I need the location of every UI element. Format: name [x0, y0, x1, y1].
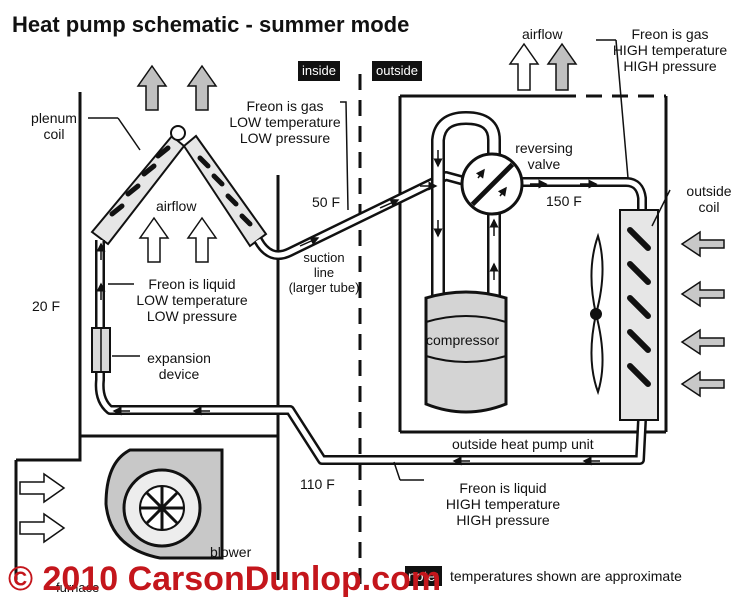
plenum-coil-line-2: coil: [43, 126, 65, 142]
freon-liquid-low-line-2: LOW temperature: [136, 292, 248, 308]
airflow-up-arrows-indoor: [136, 64, 218, 111]
refrigerant-tubing: [94, 111, 647, 465]
outside-tag: outside: [372, 61, 422, 81]
freon-liquid-low-line-3: LOW pressure: [146, 308, 238, 324]
expansion-device-line-2: device: [158, 366, 200, 382]
suction-line-line-3: (larger tube): [288, 280, 360, 295]
outside-unit-label: outside heat pump unit: [452, 436, 594, 452]
blower-label: blower: [210, 544, 252, 560]
temp-50-label: 50 F: [312, 194, 341, 210]
plenum-coil-label: plenum coil: [24, 110, 84, 142]
freon-gas-high-label: Freon is gas HIGH temperature HIGH press…: [604, 26, 736, 74]
airflow-outdoor-label: airflow: [522, 26, 563, 42]
temp-110-label: 110 F: [300, 476, 335, 492]
freon-liquid-high-label: Freon is liquid HIGH temperature HIGH pr…: [428, 480, 578, 528]
leader-lines: [88, 39, 671, 481]
freon-gas-high-line-2: HIGH temperature: [612, 42, 728, 58]
freon-gas-low-label: Freon is gas LOW temperature LOW pressur…: [216, 98, 354, 146]
plenum-coil-line-1: plenum: [31, 110, 77, 126]
blower: [104, 448, 224, 560]
note-tag: note:: [405, 566, 443, 586]
freon-gas-high-line-3: HIGH pressure: [623, 58, 717, 74]
reversing-valve-label: reversing valve: [504, 140, 584, 172]
reversing-valve: [460, 152, 524, 216]
expansion-device-label: expansion device: [134, 350, 224, 382]
suction-line-label: suction line (larger tube): [282, 250, 366, 295]
freon-liquid-high-line-2: HIGH temperature: [445, 496, 561, 512]
compressor-label: compressor: [426, 332, 500, 348]
freon-gas-high-line-1: Freon is gas: [631, 26, 709, 42]
freon-gas-low-line-3: LOW pressure: [239, 130, 331, 146]
airflow-up-arrows-outdoor: [508, 42, 578, 91]
copyright-watermark: © 2010 CarsonDunlop.com: [8, 560, 442, 598]
expansion-device-line-1: expansion: [147, 350, 211, 366]
freon-gas-low-line-1: Freon is gas: [246, 98, 324, 114]
page-title: Heat pump schematic - summer mode: [12, 12, 410, 37]
freon-gas-low-line-2: LOW temperature: [229, 114, 341, 130]
airflow-right-arrows-furnace: [19, 472, 66, 544]
airflow-left-arrows-outdoor: [680, 230, 725, 398]
suction-line-line-1: suction: [303, 250, 345, 265]
furnace-label: furnace: [56, 580, 100, 595]
airflow-indoor-label: airflow: [156, 198, 197, 214]
freon-liquid-high-line-3: HIGH pressure: [456, 512, 550, 528]
inside-tag: inside: [298, 61, 340, 81]
freon-liquid-low-line-1: Freon is liquid: [148, 276, 236, 292]
freon-liquid-high-line-1: Freon is liquid: [459, 480, 547, 496]
note-text: temperatures shown are approximate: [450, 568, 682, 584]
freon-liquid-low-label: Freon is liquid LOW temperature LOW pres…: [122, 276, 262, 324]
outside-coil-line-1: outside: [686, 183, 732, 199]
reversing-valve-line-1: reversing: [515, 140, 573, 156]
airflow-up-arrows-coil: [138, 216, 218, 263]
expansion-device: [91, 327, 111, 373]
flow-arrows: [96, 150, 600, 466]
suction-line-line-2: line: [313, 265, 335, 280]
outside-coil-label: outside coil: [676, 183, 742, 215]
outside-coil-line-2: coil: [698, 199, 720, 215]
outside-coil: [619, 209, 659, 421]
condenser-fan: [590, 232, 604, 396]
compressor: [424, 290, 508, 414]
temp-150-label: 150 F: [546, 193, 582, 209]
furnace-cabinet: [14, 92, 280, 580]
reversing-valve-line-2: valve: [527, 156, 561, 172]
outdoor-unit-cabinet: [398, 94, 668, 434]
temp-20-label: 20 F: [32, 298, 61, 314]
